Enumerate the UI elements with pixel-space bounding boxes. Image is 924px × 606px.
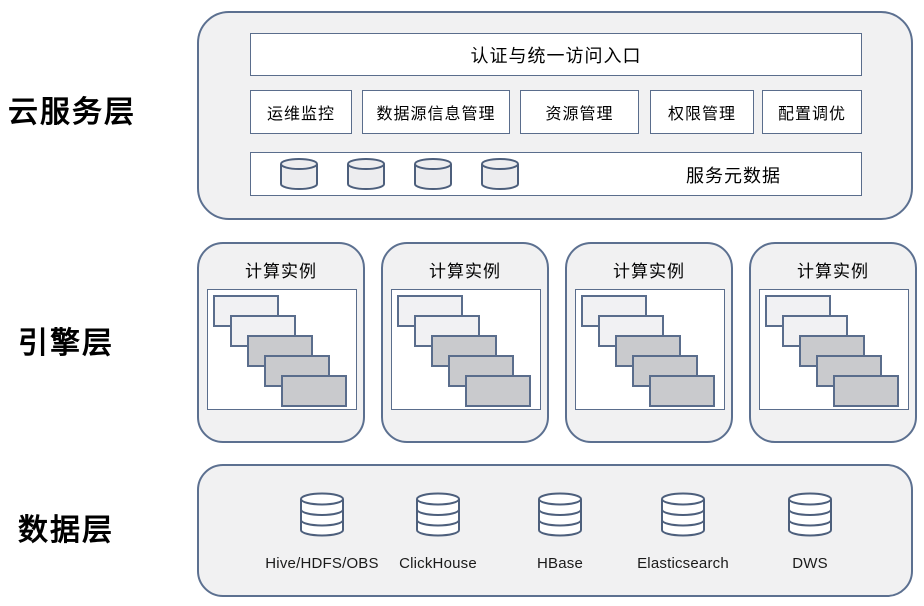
- datastore-label: HBase: [536, 555, 584, 572]
- datastore-clickhouse: ClickHouse: [368, 464, 508, 597]
- instance-stack-frame: [759, 289, 909, 410]
- compute-instance-label: 计算实例: [245, 262, 317, 281]
- datastore-hbase: HBase: [490, 464, 630, 597]
- service-metadata-box: 服务元数据: [250, 152, 862, 196]
- module-box-permission-mgmt: 权限管理: [650, 90, 754, 134]
- database-icon: [788, 492, 832, 537]
- datastore-dws: DWS: [740, 464, 880, 597]
- compute-instance-box: 计算实例: [565, 242, 733, 443]
- stack-card: [833, 375, 899, 407]
- module-box-resource-mgmt: 资源管理: [520, 90, 639, 134]
- module-box-config-tuning: 配置调优: [762, 90, 862, 134]
- stack-card: [465, 375, 531, 407]
- cloud-layer-panel: 认证与统一访问入口 运维监控 数据源信息管理 资源管理 权限管理 配置调优: [197, 11, 913, 220]
- instance-stack-frame: [575, 289, 725, 410]
- engine-layer-label: 引擎层: [18, 327, 114, 360]
- module-box-datasource-info-mgmt: 数据源信息管理: [362, 90, 510, 134]
- auth-entry-box: 认证与统一访问入口: [250, 33, 862, 76]
- stack-card: [281, 375, 347, 407]
- compute-instance-label: 计算实例: [429, 262, 501, 281]
- datastore-elasticsearch: Elasticsearch: [613, 464, 753, 597]
- datastore-hive: Hive/HDFS/OBS: [252, 464, 392, 597]
- compute-instance-label: 计算实例: [613, 262, 685, 281]
- datastore-label: Elasticsearch: [637, 555, 729, 572]
- database-icon: [347, 158, 385, 190]
- instance-stack-frame: [207, 289, 357, 410]
- compute-instance-label: 计算实例: [797, 262, 869, 281]
- module-box-ops-monitoring: 运维监控: [250, 90, 352, 134]
- service-metadata-label: 服务元数据: [686, 166, 781, 186]
- datastore-label: ClickHouse: [399, 555, 477, 572]
- compute-instance-box: 计算实例: [749, 242, 917, 443]
- database-icon: [481, 158, 519, 190]
- datastore-label: DWS: [792, 555, 828, 572]
- stack-card: [649, 375, 715, 407]
- datastore-label: Hive/HDFS/OBS: [265, 555, 379, 572]
- database-icon: [280, 158, 318, 190]
- compute-instance-box: 计算实例: [381, 242, 549, 443]
- database-icon: [416, 492, 460, 537]
- database-icon: [300, 492, 344, 537]
- database-icon: [414, 158, 452, 190]
- cloud-layer-label: 云服务层: [8, 96, 136, 129]
- instance-stack-frame: [391, 289, 541, 410]
- compute-instance-box: 计算实例: [197, 242, 365, 443]
- data-layer-label: 数据层: [18, 514, 114, 547]
- database-icon: [538, 492, 582, 537]
- database-icon: [661, 492, 705, 537]
